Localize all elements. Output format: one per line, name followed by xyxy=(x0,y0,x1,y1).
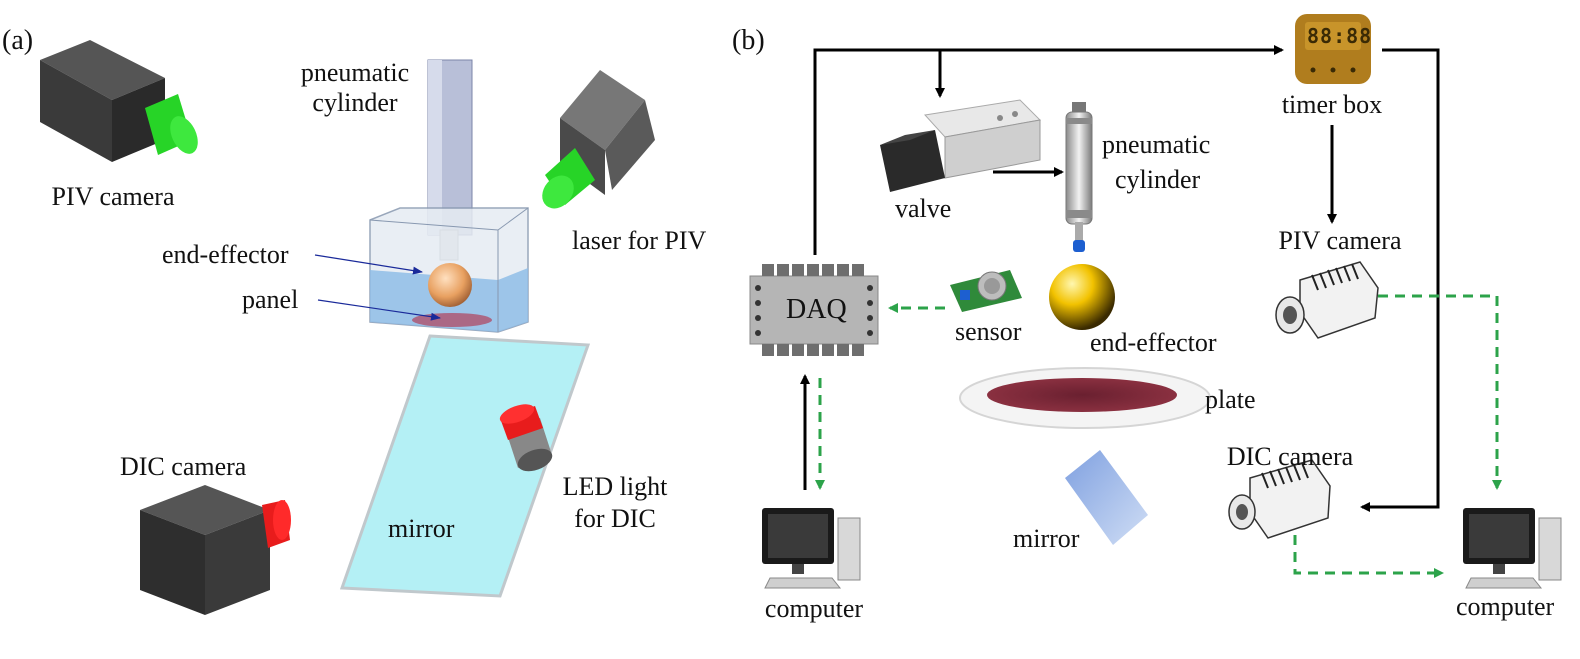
computer-right-icon xyxy=(1463,508,1562,589)
valve-icon xyxy=(880,99,1042,192)
sensor-label: sensor xyxy=(955,317,1022,346)
end-effector-pointer xyxy=(314,254,423,275)
laser-label: laser for PIV xyxy=(572,226,707,255)
timer-box-label: timer box xyxy=(1281,90,1383,119)
timer-box-icon xyxy=(1295,14,1371,84)
panel-b-label: (b) xyxy=(732,25,765,56)
led-light-icon xyxy=(499,404,553,472)
plate-label: plate xyxy=(1205,385,1256,414)
daq-label: DAQ xyxy=(786,294,847,325)
dic-camera-b-label: DIC camera xyxy=(1226,442,1354,471)
valve-label: valve xyxy=(895,194,952,223)
pneumatic-cylinder-label-line2: cylinder xyxy=(312,88,398,117)
plate-icon xyxy=(959,367,1211,429)
control-lines xyxy=(800,45,1440,512)
timer-display: 88:88 xyxy=(1307,24,1373,48)
piv-camera-b-label: PIV camera xyxy=(1278,226,1402,255)
panel-a-label: (a) xyxy=(2,25,34,56)
computer-right-label: computer xyxy=(1456,592,1555,621)
panel-pointer xyxy=(317,299,441,321)
daq-icon xyxy=(749,264,879,356)
panel-label: panel xyxy=(242,285,299,314)
end-effector-label: end-effector xyxy=(162,240,289,269)
piv-camera-label: PIV camera xyxy=(51,182,175,211)
data-lines xyxy=(815,294,1502,578)
mirror-icon xyxy=(339,334,591,598)
pneumatic-cylinder-label-line1: pneumatic xyxy=(300,58,410,87)
end-effector-ball-icon xyxy=(1049,264,1115,330)
piv-camera-b-icon xyxy=(1275,261,1379,339)
end-effector-b-label: end-effector xyxy=(1090,328,1217,357)
led-light-label-line2: for DIC xyxy=(574,504,656,533)
mirror-b-label: mirror xyxy=(1013,524,1080,553)
piv-camera-icon xyxy=(40,40,198,162)
tank-icon xyxy=(369,207,529,333)
dic-camera-b-icon xyxy=(1228,459,1331,539)
sensor-icon xyxy=(950,270,1022,312)
dic-camera-label: DIC camera xyxy=(120,452,247,481)
pneumatic-cylinder-b-label-line1: pneumatic xyxy=(1102,130,1211,159)
computer-left-icon xyxy=(762,508,861,589)
laser-icon xyxy=(542,70,655,209)
pneumatic-cylinder-b-label-line2: cylinder xyxy=(1115,165,1201,194)
pneumatic-cylinder-b-icon xyxy=(1065,102,1093,252)
pneumatic-cylinder-icon xyxy=(427,59,473,261)
mirror-b-icon xyxy=(1065,450,1148,545)
led-light-label-line1: LED light xyxy=(562,472,668,501)
dic-camera-icon xyxy=(140,485,291,615)
computer-left-label: computer xyxy=(764,594,864,623)
mirror-label: mirror xyxy=(388,514,455,543)
